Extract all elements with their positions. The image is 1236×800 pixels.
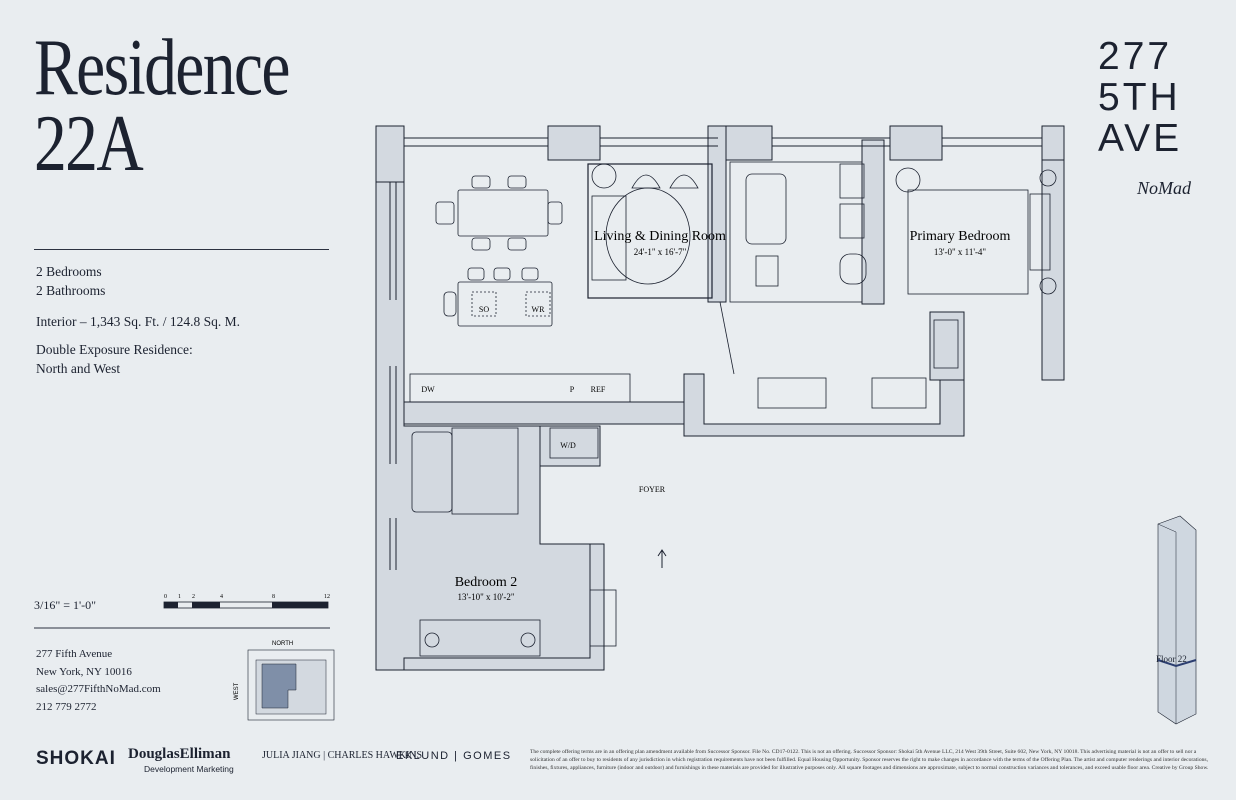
key-north: NORTH (272, 641, 293, 647)
scale-tick: 12 (324, 594, 330, 600)
entry-arrow (657, 549, 667, 568)
scale-tick: 2 (192, 594, 195, 600)
room-primary-name: Primary Bedroom (910, 229, 1011, 244)
floor-label: Floor 22 (1156, 654, 1187, 664)
building-tower (1157, 515, 1197, 725)
appliance-dw: DW (421, 385, 435, 394)
contact-block: 277 Fifth Avenue New York, NY 10016 sale… (36, 646, 161, 716)
brand-line2: 5TH (1098, 76, 1181, 119)
brand-neighborhood: NoMad (1137, 178, 1191, 198)
key-west: WEST (234, 682, 240, 700)
contact-email[interactable]: sales@277FifthNoMad.com (36, 683, 161, 695)
logo-douglas-elliman-sub: Development Marketing (144, 764, 234, 774)
logo-shokai: SHOKAI (36, 748, 116, 769)
appliance-p: P (570, 385, 575, 394)
scale-label: 3/16" = 1'-0" (34, 598, 97, 612)
appliance-ref: REF (591, 385, 606, 394)
spec-bathrooms: 2 Bathrooms (36, 283, 106, 298)
scale-ticks: 0 1 2 4 8 12 (164, 594, 330, 600)
brand-line1: 277 (1098, 35, 1173, 78)
appliance-wd: W/D (560, 441, 576, 450)
logo-eklund-gomes: EKLUND | GOMES (396, 750, 512, 762)
key-plan (247, 649, 335, 721)
room-bedroom2-name: Bedroom 2 (455, 575, 518, 590)
residence-title-line1: Residence (34, 24, 290, 112)
title-divider (34, 249, 329, 250)
logo-douglas-elliman: DouglasElliman (128, 746, 231, 762)
room-living-name: Living & Dining Room (594, 229, 726, 244)
scale-bar (163, 601, 329, 609)
residence-title-line2: 22A (34, 100, 144, 188)
room-foyer: FOYER (639, 485, 666, 494)
room-bedroom2-dims: 13'-10" x 10'-2" (457, 592, 514, 602)
brand-line3: AVE (1098, 117, 1183, 160)
scale-tick: 8 (272, 594, 275, 600)
spec-beds-baths: 2 Bedrooms 2 Bathrooms (36, 262, 105, 300)
contact-street: 277 Fifth Avenue (36, 648, 113, 660)
scale-tick: 0 (164, 594, 167, 600)
plan-windows (389, 137, 1042, 570)
logo-julia-jiang: JULIA JIANG | CHARLES HAWKINS (262, 750, 423, 761)
room-living-dims: 24'-1" x 16'-7" (634, 247, 687, 257)
spec-interior: Interior – 1,343 Sq. Ft. / 124.8 Sq. M. (36, 314, 241, 329)
contact-phone[interactable]: 212 779 2772 (36, 700, 97, 713)
plan-walls (375, 125, 1065, 671)
spec-exposure: Double Exposure Residence: North and Wes… (36, 340, 193, 378)
spec-exposure-line1: Double Exposure Residence: (36, 342, 193, 357)
plan-furniture (409, 161, 1057, 657)
room-primary-dims: 13'-0" x 11'-4" (934, 247, 987, 257)
appliance-so: SO (479, 305, 489, 314)
spec-exposure-line2: North and West (36, 361, 121, 376)
brand-logo: 277 5TH AVE (1098, 36, 1182, 159)
scale-tick: 1 (178, 594, 181, 600)
spec-bedrooms: 2 Bedrooms (36, 264, 102, 279)
residence-title: Residence 22A (34, 24, 290, 188)
contact-city: New York, NY 10016 (36, 665, 132, 678)
legal-disclaimer: The complete offering terms are in an of… (530, 749, 1209, 771)
appliance-wr: WR (532, 305, 546, 314)
scale-tick: 4 (220, 594, 223, 600)
